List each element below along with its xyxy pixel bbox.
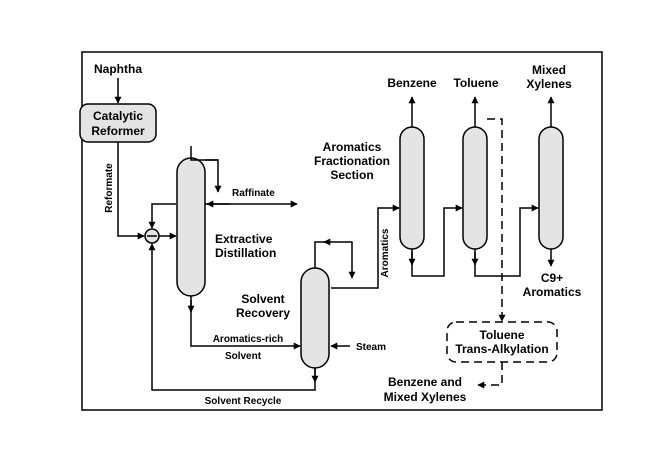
aromatics-line — [331, 204, 400, 289]
extractive-distillation-label: Extractive — [215, 232, 273, 246]
mixed-xylenes-label-2: Xylenes — [526, 77, 572, 91]
c9-aromatics-label: C9+ — [541, 271, 563, 285]
extractive-distillation-label-2: Distillation — [215, 246, 276, 260]
mixed-xylenes-label: Mixed — [532, 63, 566, 77]
toluene-transalkylation-label: Toluene — [479, 328, 524, 342]
raffinate-label: Raffinate — [232, 188, 275, 199]
catalytic-reformer-label: Catalytic — [93, 109, 143, 123]
toluene-to-transalkylation-line — [487, 118, 506, 322]
benzene-column — [399, 126, 425, 250]
naphtha-label: Naphtha — [94, 62, 142, 76]
benzene-mixed-xylenes-label: Benzene and — [388, 375, 462, 389]
diagram-frame — [81, 51, 603, 411]
catalytic-reformer-label-2: Reformer — [91, 124, 145, 138]
benzene-mixed-xylenes-label-2: Mixed Xylenes — [384, 390, 467, 404]
solvent-recovery-label: Solvent — [241, 292, 284, 306]
aromatics-rich-label: Aromatics-rich — [213, 334, 284, 345]
toluene-bottoms-line — [474, 204, 539, 277]
aromatics-fractionation-label-3: Section — [330, 168, 373, 182]
extractive-reflux-line — [205, 159, 222, 193]
extractive-side-loop — [148, 203, 176, 229]
xylene-column — [538, 126, 564, 250]
extractive-distillation-column — [176, 157, 206, 297]
solvent-recycle-label: Solvent Recycle — [205, 396, 282, 407]
extractive-overhead-line — [190, 146, 218, 161]
benzene-label: Benzene — [387, 76, 437, 90]
c9-aromatics-label-2: Aromatics — [523, 285, 582, 299]
aromatics-fractionation-label-2: Fractionation — [314, 154, 390, 168]
steam-label: Steam — [356, 342, 386, 353]
toluene-column — [462, 126, 488, 250]
toluene-label: Toluene — [453, 76, 498, 90]
transalkylation-product-line — [477, 362, 503, 389]
reformate-label: Reformate — [104, 163, 115, 213]
aromatics-rich-label-2: Solvent — [225, 351, 262, 362]
solvent-recovery-label-2: Recovery — [236, 306, 290, 320]
reformate-line — [117, 142, 145, 240]
solvent-recovery-overhead-line — [314, 241, 356, 279]
toluene-transalkylation-label-2: Trans-Alkylation — [455, 342, 548, 356]
aromatics-fractionation-label: Aromatics — [323, 140, 382, 154]
aromatics-stream-label: Aromatics — [380, 228, 391, 277]
benzene-bottoms-line — [411, 204, 463, 277]
solvent-recovery-column — [300, 267, 330, 369]
